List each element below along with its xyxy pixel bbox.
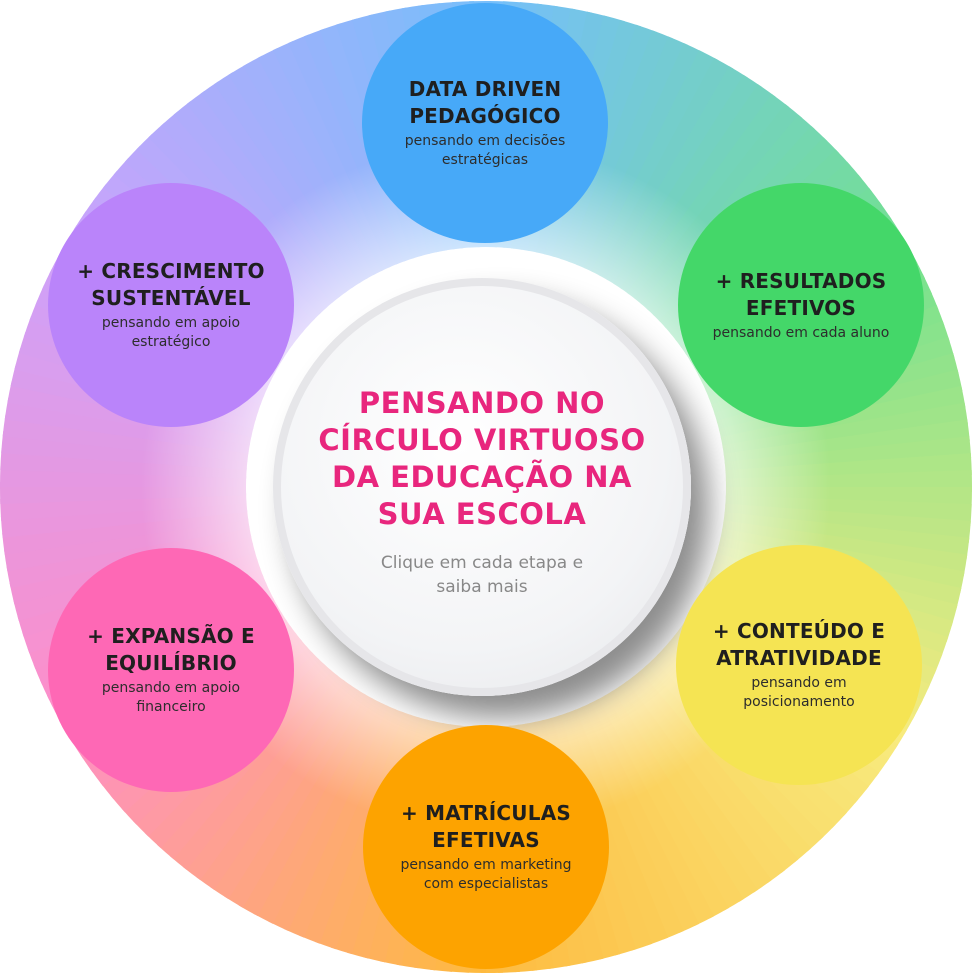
- stage-subtitle: pensando em apoio financeiro: [101, 680, 241, 715]
- stage-title: + EXPANSÃO E EQUILÍBRIO: [87, 624, 255, 675]
- center-circle: PENSANDO NO CÍRCULO VIRTUOSO DA EDUCAÇÃO…: [273, 278, 691, 696]
- stage-title: DATA DRIVEN PEDAGÓGICO: [408, 77, 562, 128]
- stage-subtitle: pensando em marketing com especialistas: [400, 857, 572, 892]
- stage-title: + RESULTADOS EFETIVOS: [715, 268, 887, 320]
- stage-title: + CRESCIMENTO SUSTENTÁVEL: [77, 259, 265, 310]
- stage-subtitle: pensando em cada aluno: [712, 324, 890, 341]
- center-subtitle: Clique em cada etapa e saiba mais: [380, 553, 584, 597]
- stage-title: + MATRÍCULAS EFETIVAS: [401, 801, 571, 852]
- stage-matriculas-efetivas[interactable]: + MATRÍCULAS EFETIVAS pensando em market…: [363, 725, 609, 969]
- stage-resultados-efetivos[interactable]: + RESULTADOS EFETIVOS pensando em cada a…: [678, 183, 924, 427]
- stage-subtitle: pensando em decisões estratégicas: [404, 133, 566, 168]
- stage-conteudo-atratividade[interactable]: + CONTEÚDO E ATRATIVIDADE pensando em po…: [676, 545, 922, 785]
- stage-title: + CONTEÚDO E ATRATIVIDADE: [712, 619, 886, 670]
- stage-data-driven-pedagogico[interactable]: DATA DRIVEN PEDAGÓGICO pensando em decis…: [362, 3, 608, 243]
- stage-crescimento-sustentavel[interactable]: + CRESCIMENTO SUSTENTÁVEL pensando em ap…: [48, 183, 294, 427]
- center-title: PENSANDO NO CÍRCULO VIRTUOSO DA EDUCAÇÃO…: [318, 386, 646, 531]
- stage-expansao-equilibrio[interactable]: + EXPANSÃO E EQUILÍBRIO pensando em apoi…: [48, 548, 294, 792]
- stage-subtitle: pensando em posicionamento: [743, 675, 855, 710]
- stage-subtitle: pensando em apoio estratégico: [101, 315, 241, 350]
